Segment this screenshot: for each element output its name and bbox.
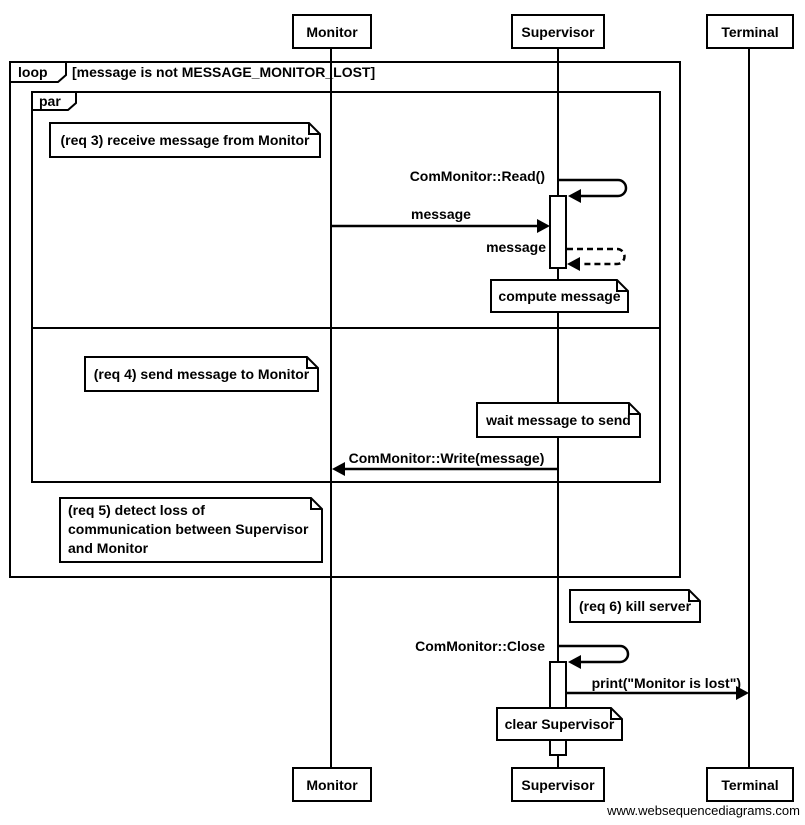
note-req4-shape — [84, 356, 319, 392]
note-clear-shape — [496, 707, 623, 741]
watermark-text: www.websequencediagrams.com — [607, 803, 800, 818]
message-return-arrowhead-icon — [567, 257, 580, 271]
note-wait-shape — [476, 402, 641, 438]
actor-box-monitor-top — [292, 14, 372, 49]
print-arrowhead-icon — [736, 686, 749, 700]
message-return-line — [567, 247, 626, 266]
message-in-arrowhead-icon — [537, 219, 550, 233]
note-req5-text: (req 5) detect loss of communication bet… — [68, 502, 309, 556]
activation-bar-read — [549, 195, 567, 269]
note-req3-shape — [49, 122, 321, 158]
note-req4-text: (req 4) send message to Monitor — [93, 366, 310, 382]
actor-label-supervisor-top: Supervisor — [521, 23, 595, 40]
loop-guard-label: [message is not MESSAGE_MONITOR_LOST] — [72, 64, 376, 80]
actor-label-supervisor-bottom: Supervisor — [521, 776, 595, 793]
note-req6-text: (req 6) kill server — [578, 598, 692, 614]
message-label-message-in: message — [411, 206, 471, 222]
self-call-close-line — [559, 644, 630, 664]
loop-operator-tab — [9, 61, 67, 83]
note-req6-shape — [569, 589, 701, 623]
actor-label-monitor-bottom: Monitor — [306, 776, 358, 793]
note-req3-text: (req 3) receive message from Monitor — [60, 132, 310, 148]
note-req6-fold-icon — [688, 590, 700, 602]
actor-box-supervisor-top — [511, 14, 605, 49]
par-operator-label: par — [39, 93, 61, 109]
par-operator-tab — [31, 91, 77, 111]
actor-label-monitor-top: Monitor — [306, 23, 358, 40]
self-call-read-line — [559, 178, 628, 198]
write-arrowhead-icon — [332, 462, 345, 476]
message-label-message-return: message — [486, 239, 546, 255]
note-compute-fold-icon — [616, 280, 628, 292]
actor-label-terminal-bottom: Terminal — [721, 776, 779, 793]
note-req4-fold-icon — [306, 357, 318, 369]
note-clear-text: clear Supervisor — [504, 716, 615, 732]
message-label-read: ComMonitor::Read() — [409, 168, 545, 184]
note-compute-text: compute message — [498, 288, 621, 304]
par-fragment-border — [31, 91, 661, 483]
note-req3-fold-icon — [308, 123, 320, 135]
actor-box-monitor-bottom — [292, 767, 372, 802]
actor-box-terminal-bottom — [706, 767, 794, 802]
note-clear-fold-icon — [610, 708, 622, 720]
actor-box-supervisor-bottom — [511, 767, 605, 802]
self-call-close-arrowhead-icon — [568, 655, 581, 669]
note-wait-fold-icon — [628, 403, 640, 415]
note-req5-fold-icon — [310, 498, 322, 510]
message-label-write: ComMonitor::Write(message) — [348, 450, 545, 466]
self-call-read-arrowhead-icon — [568, 189, 581, 203]
loop-operator-label: loop — [18, 64, 48, 80]
note-compute-shape — [490, 279, 629, 313]
message-label-close: ComMonitor::Close — [415, 638, 545, 654]
actor-label-terminal-top: Terminal — [721, 23, 779, 40]
actor-box-terminal-top — [706, 14, 794, 49]
loop-fragment-border — [9, 61, 681, 578]
note-wait-text: wait message to send — [486, 412, 631, 428]
message-label-print: print("Monitor is lost") — [591, 675, 741, 691]
note-req5-shape — [59, 497, 323, 563]
